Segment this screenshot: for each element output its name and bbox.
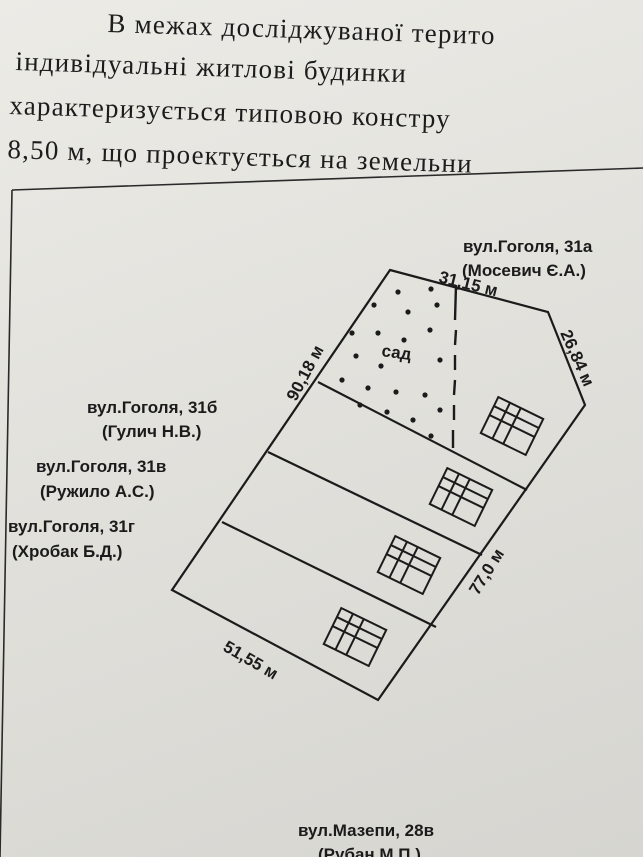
garden-dots (339, 286, 443, 439)
figure-frame-top (11, 167, 643, 191)
division-line-3 (221, 521, 437, 628)
house-icon-31v (428, 466, 494, 528)
house-icon-bottom (322, 606, 388, 668)
division-line-2 (267, 451, 483, 556)
lot-b-owner: (Гулич Н.В.) (102, 422, 201, 441)
lot-b-street: вул.Гоголя, 31б (87, 398, 217, 417)
neighbor-top-street: вул.Гоголя, 31а (463, 237, 593, 256)
dimension-top-right: 26,84 м (556, 327, 598, 389)
lot-v-street: вул.Гоголя, 31в (36, 457, 166, 476)
house-icon-31g (376, 534, 442, 596)
division-line-1 (317, 381, 528, 491)
bottom-owner: (Рубан М.П.) (318, 845, 421, 857)
parcel-boundary (170, 268, 587, 702)
lot-g-owner: (Хробак Б.Д.) (12, 542, 122, 561)
lot-g-street: вул.Гоголя, 31г (8, 517, 135, 536)
figure-frame-left (0, 189, 13, 857)
dimension-right: 77,0 м (465, 545, 508, 598)
neighbor-top-owner: (Мосевич Є.А.) (462, 261, 586, 280)
garden-boundary-dashed (451, 284, 458, 448)
bottom-street: вул.Мазепи, 28в (298, 821, 434, 840)
lot-v-owner: (Ружило А.С.) (40, 482, 155, 501)
house-icon-31b (479, 395, 545, 457)
garden-label: сад (380, 341, 412, 364)
